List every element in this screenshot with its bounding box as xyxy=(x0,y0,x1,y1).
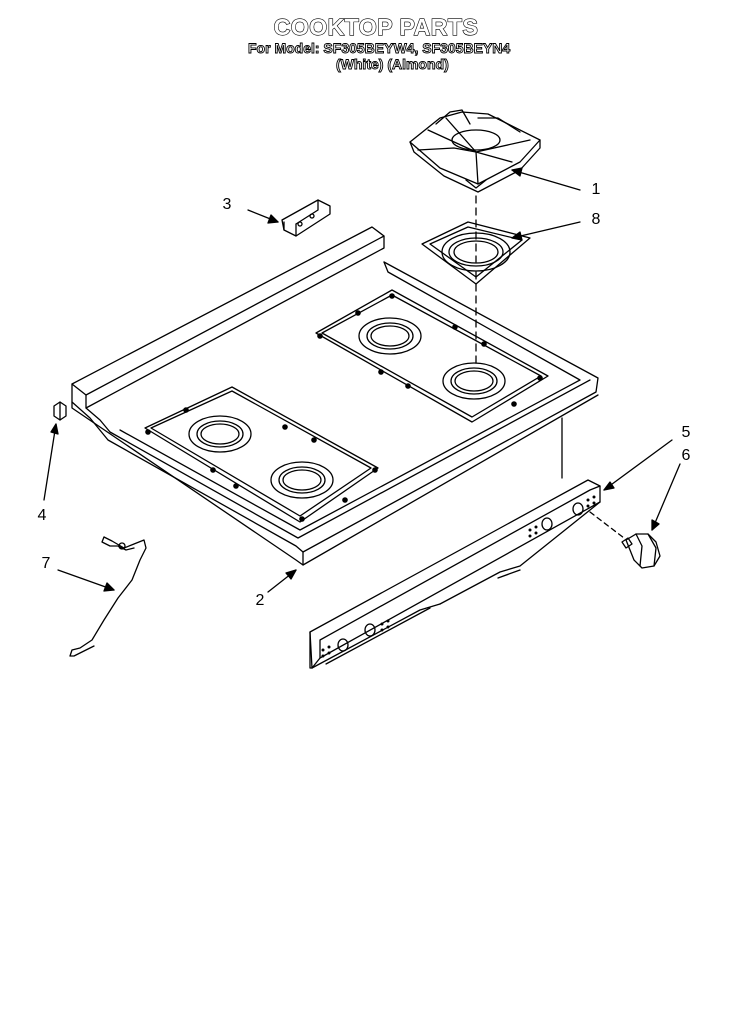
callout-6: 6 xyxy=(681,447,691,464)
callout-4: 4 xyxy=(37,507,47,524)
leader-arrows xyxy=(43,167,681,593)
callout-1: 1 xyxy=(591,181,601,198)
hinge-bracket xyxy=(281,199,331,237)
cooktop-clip xyxy=(53,401,67,421)
callout-5: 5 xyxy=(681,424,691,441)
burner-gasket xyxy=(421,221,531,285)
model-numbers: For Model: SF305BEYW4, SF305BEYN4 xyxy=(248,40,511,57)
page-title: COOKTOP PARTS xyxy=(273,13,479,40)
callout-7: 7 xyxy=(41,555,51,572)
control-panel xyxy=(309,479,601,669)
callout-3: 3 xyxy=(222,196,232,213)
callout-2: 2 xyxy=(255,592,265,609)
callout-8: 8 xyxy=(591,211,601,228)
burner-grate xyxy=(409,109,541,193)
control-knob xyxy=(621,533,661,569)
cooktop-panel xyxy=(71,226,599,566)
knob-alignment-line xyxy=(589,511,625,539)
model-colors: (White) (Almond) xyxy=(336,56,450,73)
support-rod xyxy=(69,536,147,657)
burner-openings xyxy=(188,317,506,499)
